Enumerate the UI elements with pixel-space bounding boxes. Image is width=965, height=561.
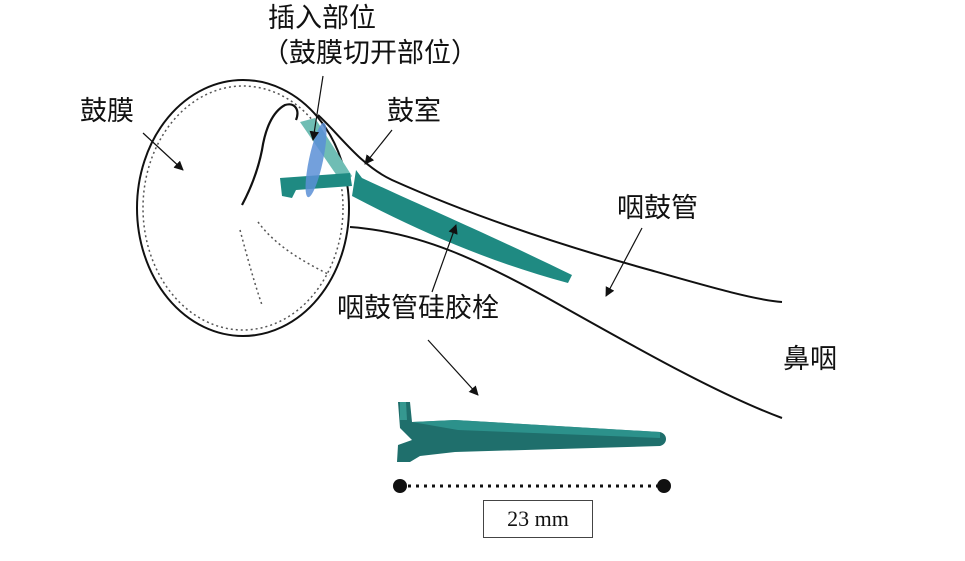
dotted-curve-2 xyxy=(258,222,330,275)
silicone-plug-photo xyxy=(397,402,666,462)
dimension-endpoint-right xyxy=(657,479,671,493)
label-eustachian-tube: 咽鼓管 xyxy=(617,193,698,225)
tympanic-membrane-outline xyxy=(137,80,349,336)
plug-in-situ xyxy=(352,170,572,283)
arrow-icon xyxy=(606,228,642,296)
label-insertion-site-sub: （鼓膜切开部位） xyxy=(262,38,478,70)
dotted-curve-1 xyxy=(240,230,262,305)
label-tube-plug: 咽鼓管硅胶栓 xyxy=(337,293,499,325)
arrow-icon xyxy=(428,340,478,395)
arrow-icon xyxy=(365,130,392,164)
length-measurement-box: 23 mm xyxy=(483,500,593,538)
label-tympanic-membrane: 鼓膜 xyxy=(80,96,134,128)
dimension-endpoint-left xyxy=(393,479,407,493)
arrow-icon xyxy=(143,133,183,170)
length-label: 23 mm xyxy=(507,506,569,532)
label-tympanic-cavity: 鼓室 xyxy=(387,96,441,128)
label-nasopharynx: 鼻咽 xyxy=(783,344,837,376)
label-insertion-site: 插入部位 xyxy=(268,3,376,35)
